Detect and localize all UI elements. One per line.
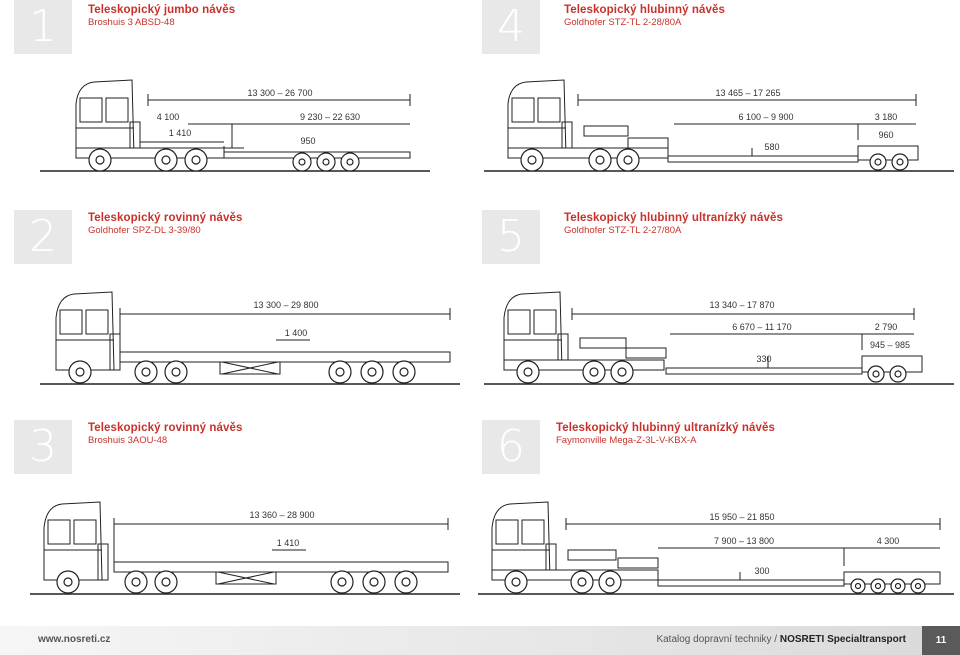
section-model: Broshuis 3AOU-48 xyxy=(88,435,168,446)
dim-c: 960 xyxy=(878,130,893,140)
dim-total: 13 300 – 29 800 xyxy=(253,300,318,310)
trailer-drawing-flatbed-2: 13 360 – 28 900 1 410 xyxy=(30,501,460,595)
section-title: Teleskopický jumbo návěs xyxy=(88,4,236,16)
dim-b: 4 300 xyxy=(877,536,900,546)
section-title: Teleskopický hlubinný návěs xyxy=(564,4,725,16)
section-model: Goldhofer STZ-TL 2-27/80A xyxy=(564,225,682,236)
section-model: Goldhofer STZ-TL 2-28/80A xyxy=(564,17,682,28)
dim-a: 1 400 xyxy=(285,328,308,338)
section-model: Broshuis 3 ABSD-48 xyxy=(88,17,175,28)
dim-a: 7 900 – 13 800 xyxy=(714,536,774,546)
trailer-drawing-jumbo: 13 300 – 26 700 4 100 9 230 – 22 630 1 4… xyxy=(40,79,430,172)
section-number: 2 xyxy=(14,210,72,264)
footer-catalog: Katalog dopravní techniky / NOSRETI Spec… xyxy=(656,634,906,645)
section-number: 4 xyxy=(482,0,540,54)
section-number: 3 xyxy=(14,420,72,474)
trailer-drawing-flatbed: 13 300 – 29 800 1 400 xyxy=(40,291,460,385)
dim-c: 1 410 xyxy=(169,128,192,138)
section-number: 5 xyxy=(482,210,540,264)
section-title: Teleskopický rovinný návěs xyxy=(88,212,243,224)
section-model: Goldhofer SPZ-DL 3-39/80 xyxy=(88,225,201,236)
trailer-drawing-lowbed: 13 465 – 17 265 6 100 – 9 900 3 180 960 … xyxy=(484,79,954,172)
dim-total: 13 360 – 28 900 xyxy=(249,510,314,520)
section-number: 1 xyxy=(14,0,72,54)
section-title: Teleskopický hlubinný ultranízký návěs xyxy=(556,422,775,434)
dim-total: 13 300 – 26 700 xyxy=(247,88,312,98)
page-footer: www.nosreti.cz Katalog dopravní techniky… xyxy=(0,626,960,655)
dim-c: 945 – 985 xyxy=(870,340,910,350)
section-number: 6 xyxy=(482,420,540,474)
section-title: Teleskopický hlubinný ultranízký návěs xyxy=(564,212,783,224)
dim-a: 6 670 – 11 170 xyxy=(732,322,791,332)
dim-a: 1 410 xyxy=(277,538,300,548)
section-title: Teleskopický rovinný návěs xyxy=(88,422,243,434)
trailer-drawing-ultralow: 13 340 – 17 870 6 670 – 11 170 2 790 945… xyxy=(484,291,954,385)
dim-a: 4 100 xyxy=(157,112,180,122)
dim-d: 950 xyxy=(300,136,315,146)
catalog-brand: NOSRETI Specialtransport xyxy=(779,634,906,645)
section-model: Faymonville Mega-Z-3L-V-KBX-A xyxy=(556,435,697,446)
footer-url[interactable]: www.nosreti.cz xyxy=(38,634,111,645)
trailer-drawing-ultralow-2: 15 950 – 21 850 7 900 – 13 800 4 300 300 xyxy=(478,501,954,595)
dim-b: 9 230 – 22 630 xyxy=(300,112,360,122)
dim-a: 6 100 – 9 900 xyxy=(738,112,793,122)
catalog-prefix: Katalog dopravní techniky / xyxy=(656,634,780,645)
dim-total: 15 950 – 21 850 xyxy=(709,512,774,522)
dim-b: 3 180 xyxy=(875,112,898,122)
dim-d: 330 xyxy=(756,354,771,364)
dim-total: 13 340 – 17 870 xyxy=(709,300,774,310)
dim-d: 300 xyxy=(754,566,769,576)
dim-b: 2 790 xyxy=(875,322,898,332)
page-number: 11 xyxy=(922,626,960,655)
dim-d: 580 xyxy=(764,142,779,152)
dim-total: 13 465 – 17 265 xyxy=(715,88,780,98)
